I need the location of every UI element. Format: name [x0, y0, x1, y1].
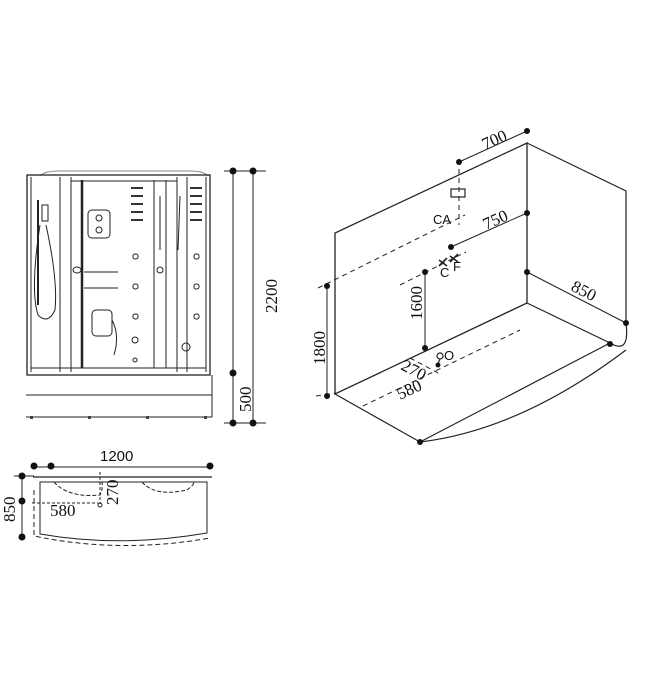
- isometric-view: [315, 128, 629, 445]
- dim-850-side: 850: [568, 277, 599, 306]
- label-ca: CA: [433, 212, 451, 227]
- dim-1200: 1200: [100, 448, 133, 465]
- dim-270-top: 270: [103, 480, 122, 506]
- front-dimensions: [224, 167, 266, 427]
- top-view: [14, 462, 214, 546]
- dim-500: 500: [236, 387, 255, 413]
- dim-750: 750: [480, 206, 511, 234]
- dim-580-top: 580: [50, 501, 76, 520]
- label-f: F: [453, 259, 461, 274]
- dim-850-top: 850: [0, 497, 19, 523]
- label-o: O: [444, 348, 454, 363]
- label-c: C: [440, 265, 449, 280]
- front-elevation: [26, 170, 213, 419]
- dim-700: 700: [479, 126, 510, 154]
- dim-1800: 1800: [310, 331, 329, 365]
- dim-1600: 1600: [407, 286, 426, 320]
- dim-2200: 2200: [262, 279, 281, 313]
